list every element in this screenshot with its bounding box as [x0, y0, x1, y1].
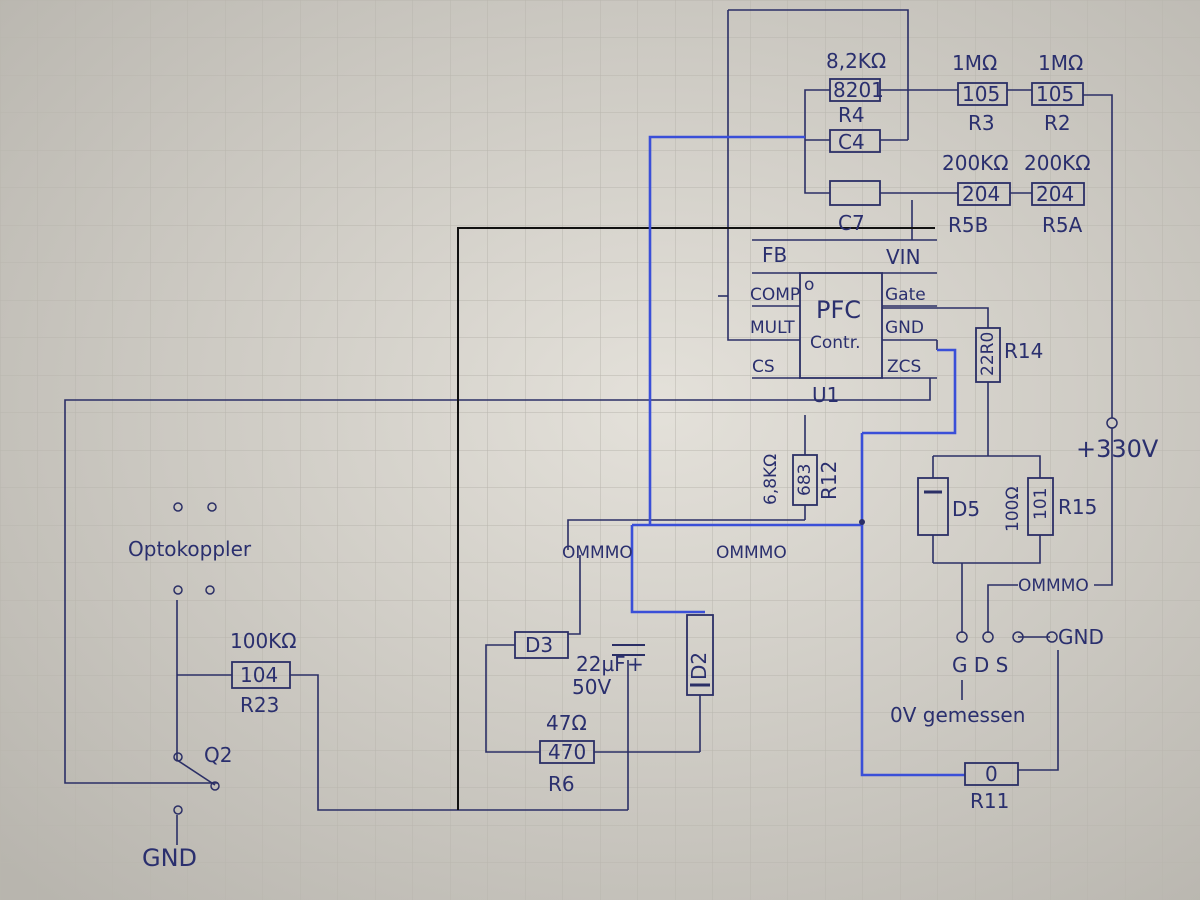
coil-right: OMMMO	[1018, 576, 1089, 596]
resistor-r3: 1MΩ 105 R3	[952, 51, 1008, 135]
elko-voltage: 50V	[572, 675, 611, 699]
diode-d5: D5	[917, 477, 980, 536]
pin-gnd: GND	[885, 318, 924, 338]
r14-ref: R14	[1004, 339, 1043, 363]
elko-plus: +	[627, 652, 644, 676]
r15-value: 100Ω	[1003, 487, 1023, 532]
pfc-controller-chip	[799, 272, 883, 379]
r3-value: 1MΩ	[952, 51, 997, 75]
pin-fb: FB	[762, 243, 787, 267]
r4-ref: R4	[838, 103, 865, 127]
resistor-r12: 6,8KΩ 683 R12	[761, 454, 841, 506]
r2-code: 105	[1036, 82, 1074, 106]
resistor-r5a: 200KΩ 204 R5A	[1024, 151, 1091, 237]
pin-comp: COMP	[750, 285, 800, 305]
chip-subtitle: Contr.	[810, 333, 861, 353]
pin-gate: Gate	[885, 285, 926, 305]
r5a-value: 200KΩ	[1024, 151, 1091, 175]
r4-value: 8,2KΩ	[826, 49, 886, 73]
gds-label: G D S	[952, 653, 1008, 677]
r5b-ref: R5B	[948, 213, 988, 237]
r4-code: 8201	[833, 78, 884, 102]
chip-ref: U1	[812, 383, 839, 407]
pin-zcs: ZCS	[887, 357, 921, 377]
d2-ref: D2	[687, 652, 711, 680]
black-marker-wiring	[457, 227, 935, 810]
gnd-right-label: GND	[1058, 625, 1104, 649]
r15-ref: R15	[1058, 495, 1097, 519]
r12-code: 683	[795, 464, 815, 496]
gnd-left-label: GND	[142, 844, 197, 872]
elko-capacitance: 22µF	[576, 652, 626, 676]
r3-code: 105	[962, 82, 1000, 106]
r14-code: 22R0	[978, 332, 998, 376]
supply-330v-label: +330V	[1076, 435, 1159, 463]
r2-value: 1MΩ	[1038, 51, 1083, 75]
c7-ref: C7	[838, 211, 865, 235]
capacitor-elko: 22µF 50V +	[572, 644, 645, 699]
d3-ref: D3	[525, 633, 553, 657]
pin1-mark: o	[804, 275, 814, 295]
resistor-r14: 22R0 R14	[975, 327, 1043, 383]
r5b-code: 204	[962, 182, 1000, 206]
r23-value: 100KΩ	[230, 629, 297, 653]
optokoppler-label: Optokoppler	[128, 537, 252, 561]
c4-ref: C4	[838, 130, 865, 154]
coil-left: OMMMO	[562, 543, 633, 563]
resistor-r23: 100KΩ 104 R23	[230, 629, 297, 717]
junction-nodes	[173, 417, 1118, 815]
chip-labels: FB VIN COMP o MULT CS Gate GND ZCS PFC C…	[750, 243, 926, 407]
r5a-ref: R5A	[1042, 213, 1083, 237]
diode-d2: D2	[686, 614, 714, 696]
r2-ref: R2	[1044, 111, 1071, 135]
r5a-code: 204	[1036, 182, 1074, 206]
diode-d3: D3	[514, 631, 569, 659]
r3-ref: R3	[968, 111, 995, 135]
resistor-r11: 0 R11	[964, 762, 1019, 813]
resistor-r2: 1MΩ 105 R2	[1031, 51, 1084, 135]
pin-vin: VIN	[886, 245, 921, 269]
r5b-value: 200KΩ	[942, 151, 1009, 175]
capacitor-c7: C7	[829, 180, 881, 235]
r6-value: 47Ω	[546, 711, 587, 735]
resistor-r5b: 200KΩ 204 R5B	[942, 151, 1011, 237]
coil-middle: OMMMO	[716, 543, 787, 563]
r12-ref: R12	[817, 461, 841, 500]
pin-mult: MULT	[750, 318, 795, 338]
d5-ref: D5	[952, 497, 980, 521]
capacitor-c4: C4	[829, 129, 881, 154]
r6-ref: R6	[548, 772, 575, 796]
ink-wiring	[64, 9, 1113, 845]
measured-label: 0V gemessen	[890, 703, 1025, 727]
r11-ref: R11	[970, 789, 1009, 813]
r6-code: 470	[548, 740, 586, 764]
r11-code: 0	[985, 762, 998, 786]
resistor-r6: 47Ω 470 R6	[539, 711, 595, 796]
resistor-r4: 8,2KΩ 8201 R4	[826, 49, 886, 127]
r12-value: 6,8KΩ	[761, 454, 781, 505]
pin-cs: CS	[752, 357, 775, 377]
r23-code: 104	[240, 663, 278, 687]
r23-ref: R23	[240, 693, 279, 717]
r15-code: 101	[1031, 488, 1051, 520]
q2-label: Q2	[204, 743, 232, 767]
resistor-r15: 100Ω 101 R15	[1003, 477, 1097, 536]
blue-marker-wiring	[630, 135, 965, 777]
chip-title: PFC	[816, 296, 861, 324]
